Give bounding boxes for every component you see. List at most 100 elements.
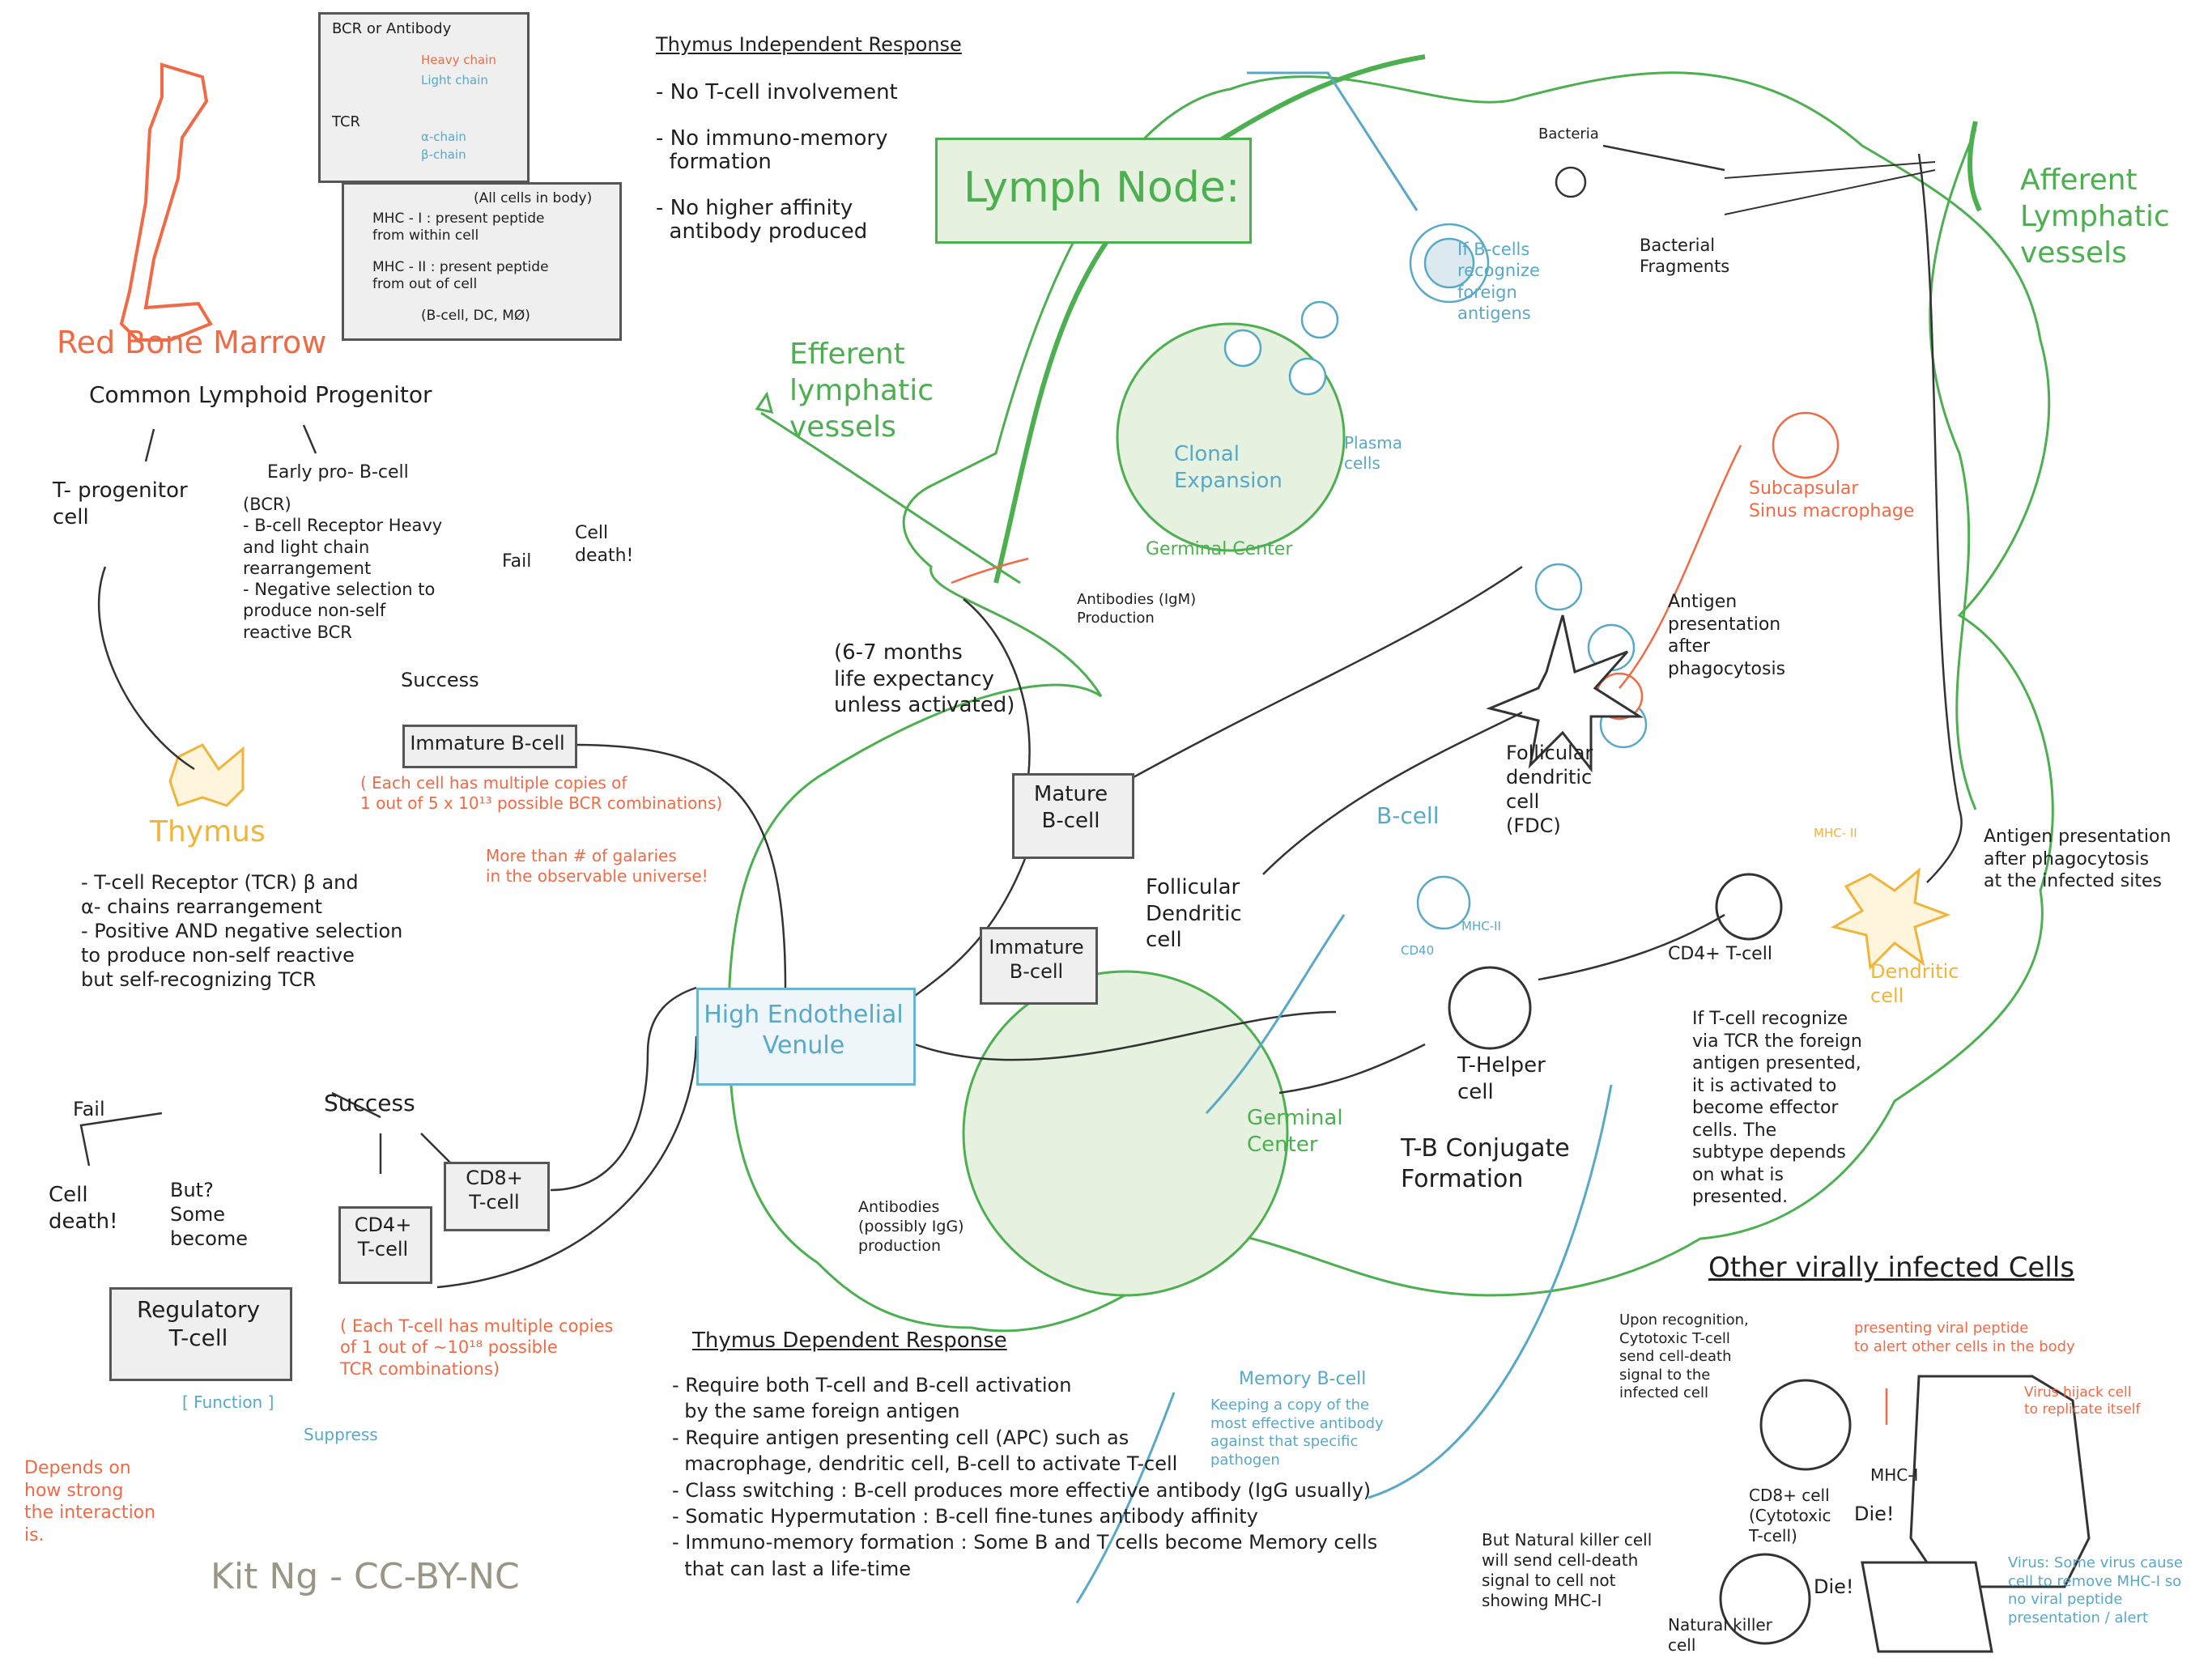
antibodies-igm: Antibodies (IgM) Production — [1077, 591, 1197, 627]
arrow-success-cd8 — [420, 1133, 454, 1167]
lymph-node-outline — [727, 71, 2054, 1333]
arrow-progenitor-to-b — [302, 424, 317, 454]
cd4-t-cell-box — [338, 1206, 432, 1284]
if-bcells-recognize: If B-cells recognize foreign antigens — [1457, 240, 1540, 323]
thymus-cell-death: Cell death! — [49, 1183, 118, 1234]
efferent-label: Efferent lymphatic vessels — [789, 338, 934, 444]
gc-top-cell-3 — [1288, 357, 1327, 396]
bacteria-label: Bacteria — [1538, 125, 1599, 142]
arrow-tcell-recog — [1368, 1084, 1613, 1499]
hev-box — [696, 988, 916, 1086]
nk-cell-label: Natural killer cell — [1668, 1615, 1772, 1655]
common-lymphoid-progenitor: Common Lymphoid Progenitor — [89, 381, 432, 408]
t-reg-function: [ Function ] — [182, 1392, 274, 1412]
nk-cell-shape — [1719, 1553, 1811, 1645]
antibodies-igg: Antibodies (possibly IgG) production — [858, 1198, 964, 1255]
arrow-to-fdc — [1133, 565, 1523, 779]
galaxies-note: More than # of galaries in the observabl… — [486, 846, 708, 886]
arrow-immature-to-hev — [574, 743, 787, 988]
efferent-arrowhead — [755, 391, 774, 414]
mhc-legend-box — [342, 182, 622, 341]
fdc-label: Follicular dendritic cell (FDC) — [1506, 742, 1593, 837]
efferent-vessel-tail — [760, 411, 1021, 585]
virus-cell-shape — [1861, 1561, 1993, 1653]
memory-b-cell-label: Memory B-cell — [1239, 1369, 1367, 1389]
arrow-afferent-to-dendritic — [1917, 153, 1963, 883]
arrow-hev-right — [914, 1010, 1337, 1061]
regulatory-t-cell-label: Regulatory T-cell — [136, 1296, 261, 1351]
legend-mhc2-cells: (B-cell, DC, MØ) — [421, 308, 530, 324]
immature-b-cell-box — [402, 725, 577, 768]
clonal-expansion: Clonal Expansion — [1174, 442, 1283, 493]
mature-b-cell-label: Mature B-cell — [1033, 782, 1108, 833]
legend-mhc1: MHC - I : present peptide from within ce… — [372, 210, 545, 244]
dependent-title: Thymus Dependent Response — [692, 1329, 1007, 1353]
gc-top-cell-2 — [1223, 329, 1262, 368]
arrow-cd4-to-hev — [436, 1035, 698, 1289]
die-label-2: Die! — [1814, 1575, 1854, 1598]
tb-conjugate-label: T-B Conjugate Formation — [1401, 1134, 1570, 1193]
memory-b-note: Keeping a copy of the most effective ant… — [1210, 1397, 1384, 1469]
arrow-fdc-to-followlicular — [1262, 711, 1523, 875]
bacteria-shape — [1555, 166, 1587, 198]
credit-text: Kit Ng - CC-BY-NC — [211, 1556, 520, 1597]
mhc2-dc-label: MHC- II — [1814, 826, 1857, 840]
arrow-thymus-fail — [79, 1112, 163, 1167]
bone-marrow-title: Red Bone Marrow — [57, 325, 327, 360]
thymus-success: Success — [324, 1090, 415, 1116]
arrow-antibodies-efferent — [951, 557, 1029, 585]
arrow-cd8-to-hev — [550, 986, 697, 1192]
cd8-t-cell-label: CD8+ T-cell — [466, 1167, 523, 1214]
arrow-thymus-success — [331, 1091, 381, 1119]
lymph-b-cell-4 — [1416, 875, 1471, 930]
plasma-cells: Plasma cells — [1344, 433, 1403, 473]
depends-note: Depends on how strong the interaction is… — [24, 1458, 156, 1545]
lymph-node-title-box — [935, 138, 1252, 244]
gc-b-cell-inner-1 — [1423, 237, 1475, 289]
virus-note: Virus: Some virus cause cell to remove M… — [2008, 1554, 2184, 1626]
antigen-presentation-label: Antigen presentation after phagocytosis — [1668, 592, 1786, 679]
cd8-cytotoxic-shape — [1759, 1379, 1852, 1471]
bcr-fail: Fail — [502, 551, 532, 572]
immature-b-lymph-box — [980, 927, 1098, 1005]
ctl-note: Upon recognition, Cytotoxic T-cell send … — [1619, 1312, 1749, 1401]
legend-tcr-title: TCR — [332, 113, 361, 130]
dependent-items: - Require both T-cell and B-cell activat… — [672, 1374, 1378, 1580]
legend-heavy-chain: Heavy chain — [421, 53, 496, 67]
nk-note: But Natural killer cell will send cell-d… — [1482, 1530, 1653, 1610]
germinal-center-top — [1116, 322, 1346, 552]
bone-drawing — [119, 62, 213, 342]
immature-b-cell-label: Immature B-cell — [410, 732, 565, 755]
thymus-title: Thymus — [150, 815, 266, 848]
arrow-mature-to-efferent — [963, 598, 1031, 778]
cd4-t-cell-label: CD4+ T-cell — [354, 1214, 412, 1261]
thymus-but: But? Some become — [170, 1179, 249, 1250]
afferent-lines — [1724, 161, 1936, 215]
bcr-combinations-note: ( Each cell has multiple copies of 1 out… — [360, 773, 723, 813]
arrow-memory-to-helper — [1205, 914, 1346, 1115]
afferent-vessel — [1929, 129, 1977, 810]
mhc2-b-label: MHC-II — [1461, 919, 1501, 933]
cd4-t-label: CD4+ T-cell — [1668, 944, 1772, 964]
afferent-vessel-thick — [1967, 121, 1982, 212]
legend-mhc-all: (All cells in body) — [474, 190, 593, 206]
b-cell-label: B-cell — [1376, 802, 1440, 829]
dendritic-cell-label: Dendritic cell — [1870, 960, 1959, 1007]
arrow-helper-to-germinal — [1278, 1043, 1426, 1095]
fdc-star — [1486, 614, 1644, 773]
presenting-note: presenting viral peptide to alert other … — [1854, 1320, 2075, 1355]
t-reg-suppress: Suppress — [304, 1425, 378, 1444]
thymus-fail: Fail — [73, 1098, 105, 1120]
arrow-macro-to-fdc — [1619, 444, 1742, 689]
follicular-dendritic-label: Follicular Dendritic cell — [1146, 875, 1242, 952]
independent-items: - No T-cell involvement - No immuno-memo… — [656, 80, 898, 244]
arrow-lymph-to-t-helper — [1538, 913, 1725, 981]
bcr-steps: (BCR) - B-cell Receptor Heavy and light … — [243, 495, 443, 642]
legend-bcr-title: BCR or Antibody — [332, 20, 452, 37]
tcr-combinations-note: ( Each T-cell has multiple copies of 1 o… — [340, 1316, 614, 1379]
mhc1-label: MHC-I — [1870, 1465, 1919, 1485]
arrow-afferent-blue — [1247, 71, 1419, 211]
afferent-label: Afferent Lymphatic vessels — [2020, 164, 2170, 270]
lymph-b-cell-1 — [1534, 563, 1583, 611]
